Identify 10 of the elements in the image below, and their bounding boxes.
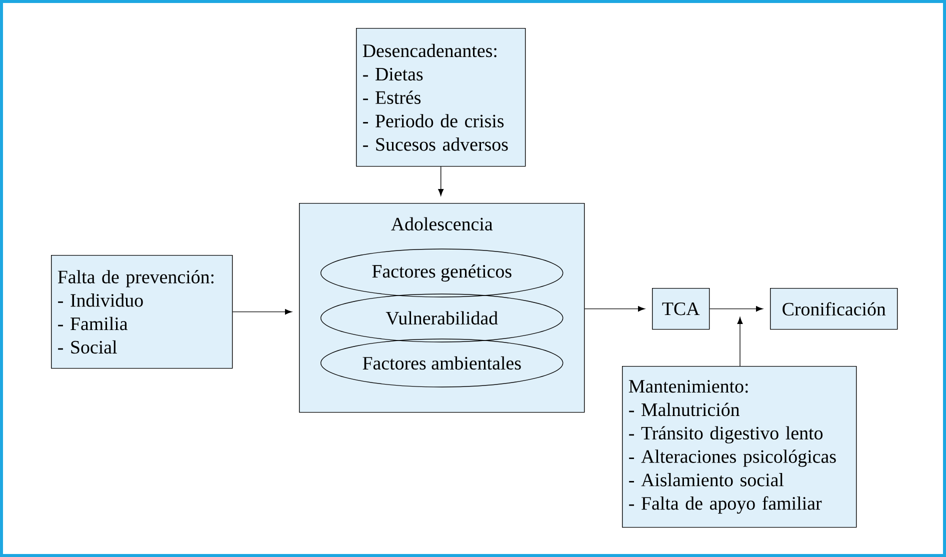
arrow bbox=[232, 309, 292, 315]
process-box: TCA bbox=[652, 288, 710, 330]
arrow bbox=[709, 306, 763, 312]
list-box: Mantenimiento: - Malnutrición - Tránsito digestivo lento - Alteraciones psicológicas - Aislamiento social - Falta de apoyo familiar bbox=[622, 366, 857, 528]
list-box: Desencadenantes: - Dietas - Estrés - Periodo de crisis - Sucesos adversos bbox=[356, 28, 526, 167]
arrow bbox=[737, 317, 743, 366]
arrow bbox=[584, 306, 645, 312]
list-box: Falta de prevención: - Individuo - Familia - Social bbox=[51, 254, 233, 369]
arrow bbox=[438, 166, 444, 196]
process-box: Cronificación bbox=[770, 288, 898, 330]
